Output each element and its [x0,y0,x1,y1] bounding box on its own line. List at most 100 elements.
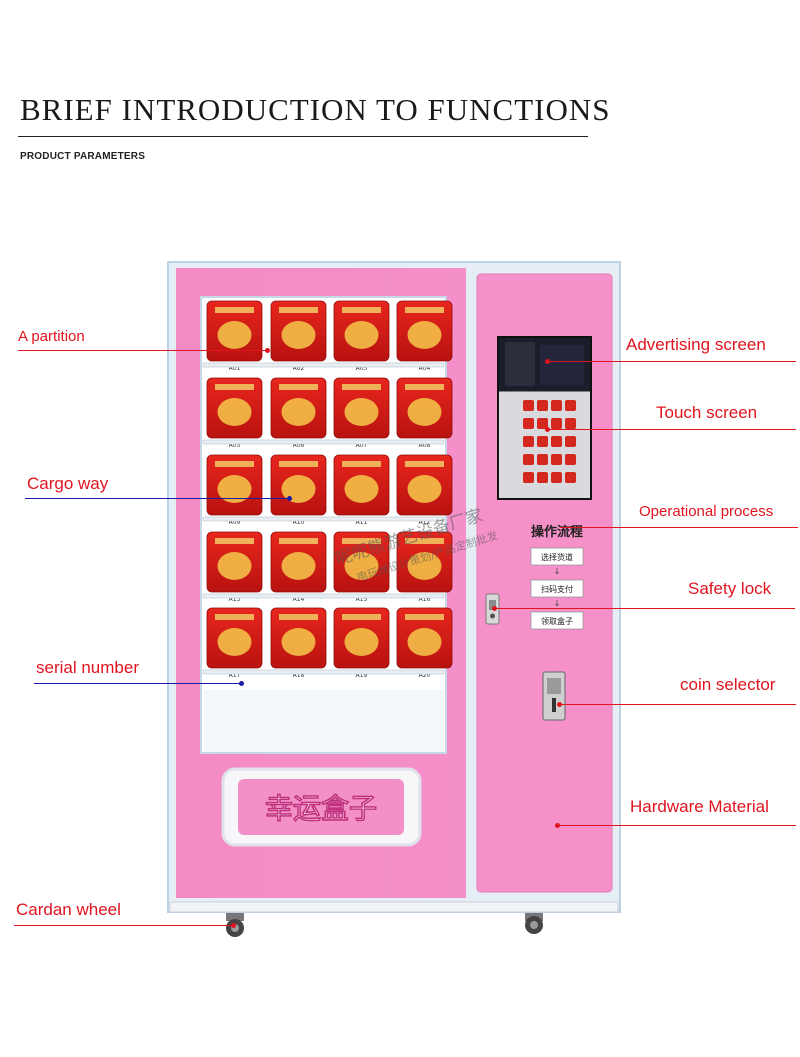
process-step-3: 领取盒子 [541,616,573,626]
slot-code: A17 [229,672,241,679]
callout-coin-selector-label: coin selector [680,675,776,694]
slot-code: A12 [419,519,431,526]
touch-grid-cell [551,400,562,411]
slot-code: A13 [229,596,241,603]
callout-serial-number-line [34,683,242,684]
product-box [396,300,453,362]
touch-grid-cell [565,436,576,447]
product-box [333,377,390,439]
touch-grid-cell [523,454,534,465]
product-box [333,531,390,593]
process-step-1: 选择货道 [541,552,573,562]
touch-grid-cell [551,454,562,465]
callout-safety-lock-dot [492,606,497,611]
slot-code: A07 [356,442,368,449]
page-subtitle: PRODUCT PARAMETERS [20,151,146,162]
callout-a-partition-line [18,350,268,351]
brand-sign-inner [238,779,404,835]
display-window [200,296,447,754]
callout-advertising-screen-line [548,361,796,362]
product-box [206,300,263,362]
shelf [202,439,445,445]
slot-code: A09 [229,519,241,526]
touch-grid-cell [551,472,562,483]
product-box [270,531,327,593]
svg-text:↓: ↓ [554,567,561,576]
touch-grid-cell [551,418,562,429]
callout-advertising-screen-dot [545,359,550,364]
brand-sign-text: 幸运盒子 [265,792,377,825]
slot-code: A03 [356,365,368,372]
shelf [202,593,445,599]
shelf [202,362,445,368]
callout-coin-selector-line [560,704,796,705]
callout-a-partition-dot [265,348,270,353]
window-bottom-bay [204,690,444,752]
callout-advertising-screen-label: Advertising screen [626,335,766,354]
callout-operational-process-label: Operational process [639,503,774,520]
touch-grid-cell [523,436,534,447]
callout-cargo-way-label: Cargo way [27,474,109,493]
slot-code: A20 [419,672,431,679]
product-box [333,454,390,516]
slot-code: A01 [229,365,241,372]
cabinet-base [169,901,619,913]
touch-grid-cell [523,418,534,429]
callout-hardware-material-dot [555,823,560,828]
callout-cardan-wheel-label: Cardan wheel [16,900,121,919]
callout-operational-process-line [560,527,798,528]
touch-grid-cell [565,400,576,411]
shelf [202,516,445,522]
callout-safety-lock-label: Safety lock [688,579,772,598]
slot-code: A19 [356,672,368,679]
callout-touch-screen-label: Touch screen [656,403,758,422]
slot-code: A08 [419,442,431,449]
product-box [206,607,263,669]
product-box [396,377,453,439]
product-box [333,300,390,362]
slot-code: A16 [419,596,431,603]
wheel-right-icon [525,913,543,934]
slot-code: A11 [356,519,368,526]
callout-serial-number-label: serial number [36,658,139,677]
svg-text:↓: ↓ [554,599,561,608]
product-box [396,454,453,516]
touch-screen-grid [523,400,576,483]
process-title: 操作流程 [531,524,583,540]
product-box [396,607,453,669]
slot-code: A02 [293,365,305,372]
slot-code: A15 [356,596,368,603]
callout-a-partition-label: A partition [18,328,85,345]
slot-code: A04 [419,365,431,372]
callout-touch-screen-line [548,429,796,430]
touch-grid-cell [537,418,548,429]
coin-slot-icon [542,671,566,721]
callout-serial-number-dot [239,681,244,686]
slot-code: A06 [293,442,305,449]
touch-grid-cell [523,472,534,483]
touch-grid-cell [537,400,548,411]
product-box [396,531,453,593]
touch-grid-cell [565,472,576,483]
title-divider [18,136,588,137]
touch-grid-cell [565,454,576,465]
product-box [270,377,327,439]
slot-code: A18 [293,672,305,679]
callout-cardan-wheel-line [14,925,234,926]
wheel-left-icon [226,913,244,937]
touch-grid-cell [537,454,548,465]
product-box [270,454,327,516]
touch-grid-cell [537,472,548,483]
callout-coin-selector-dot [557,702,562,707]
process-steps: 选择货道 ↓ 扫码支付 ↓ 领取盒子 [530,547,584,630]
callout-touch-screen-dot [545,427,550,432]
touch-grid-cell [523,400,534,411]
product-box [206,531,263,593]
callout-safety-lock-line [495,608,795,609]
callout-cardan-wheel-dot [231,923,236,928]
slot-code: A05 [229,442,241,449]
touch-grid-cell [551,436,562,447]
product-box [270,300,327,362]
